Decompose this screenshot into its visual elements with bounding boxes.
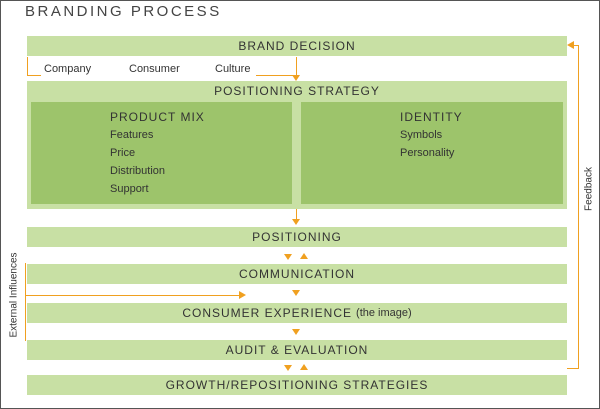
growth-strategies-label: GROWTH/REPOSITIONING STRATEGIES (165, 378, 429, 392)
audit-label: AUDIT & EVALUATION (225, 343, 369, 357)
audit-box: AUDIT & EVALUATION (27, 340, 567, 360)
arrow-to-audit (292, 329, 300, 335)
product-mix-item: Distribution (110, 165, 166, 177)
feedback-vertical-line (578, 45, 579, 369)
brand-decision-box: BRAND DECISION (27, 36, 567, 56)
feedback-top-line (573, 45, 579, 46)
feedback-arrowhead (567, 41, 574, 49)
communication-label: COMMUNICATION (238, 267, 356, 281)
consumer-experience-label: CONSUMER EXPERIENCE (182, 306, 353, 320)
positioning-strategy-header: POSITIONING STRATEGY (27, 81, 567, 101)
input-culture: Culture (215, 63, 251, 75)
product-mix-item: Features (110, 129, 154, 141)
feedback-label: Feedback (583, 167, 595, 211)
product-mix-item: Price (110, 147, 136, 159)
arrow-positioning-down (284, 254, 292, 260)
external-influences-label: External Influences (8, 252, 20, 338)
input-consumer: Consumer (129, 63, 180, 75)
inputs-left-tick (27, 75, 41, 76)
arrow-growth-up (300, 364, 308, 370)
positioning-box: POSITIONING (27, 227, 567, 247)
inputs-right-connector (296, 57, 297, 76)
product-mix-panel: PRODUCT MIX Features Price Distribution … (31, 102, 292, 204)
input-company: Company (44, 63, 92, 75)
product-mix-item: Support (110, 183, 149, 195)
inputs-left-connector (27, 57, 28, 75)
external-influences-arrowhead (239, 291, 246, 299)
identity-item: Personality (400, 147, 455, 159)
consumer-experience-box: CONSUMER EXPERIENCE (the image) (27, 303, 567, 323)
communication-box: COMMUNICATION (27, 264, 567, 284)
growth-strategies-box: GROWTH/REPOSITIONING STRATEGIES (27, 375, 567, 395)
arrow-to-positioning (292, 219, 300, 225)
strategy-to-positioning-line (296, 209, 297, 221)
consumer-experience-note: (the image) (356, 307, 412, 319)
brand-decision-label: BRAND DECISION (238, 39, 356, 53)
inputs-right-tick (256, 75, 297, 76)
positioning-label: POSITIONING (252, 230, 342, 244)
arrow-audit-down (284, 365, 292, 371)
external-influences-arrow-line (25, 295, 239, 296)
identity-title: IDENTITY (400, 110, 463, 124)
external-influences-line (25, 263, 26, 341)
identity-item: Symbols (400, 129, 443, 141)
arrow-to-positioning-strategy (292, 75, 300, 81)
diagram-title: BRANDING PROCESS (25, 3, 222, 20)
arrow-communication-up (300, 253, 308, 259)
positioning-strategy-label: POSITIONING STRATEGY (214, 84, 380, 98)
identity-panel: IDENTITY Symbols Personality (301, 102, 563, 204)
feedback-bottom-line (567, 368, 578, 369)
product-mix-title: PRODUCT MIX (110, 110, 205, 124)
arrow-to-consumer-experience (292, 290, 300, 296)
